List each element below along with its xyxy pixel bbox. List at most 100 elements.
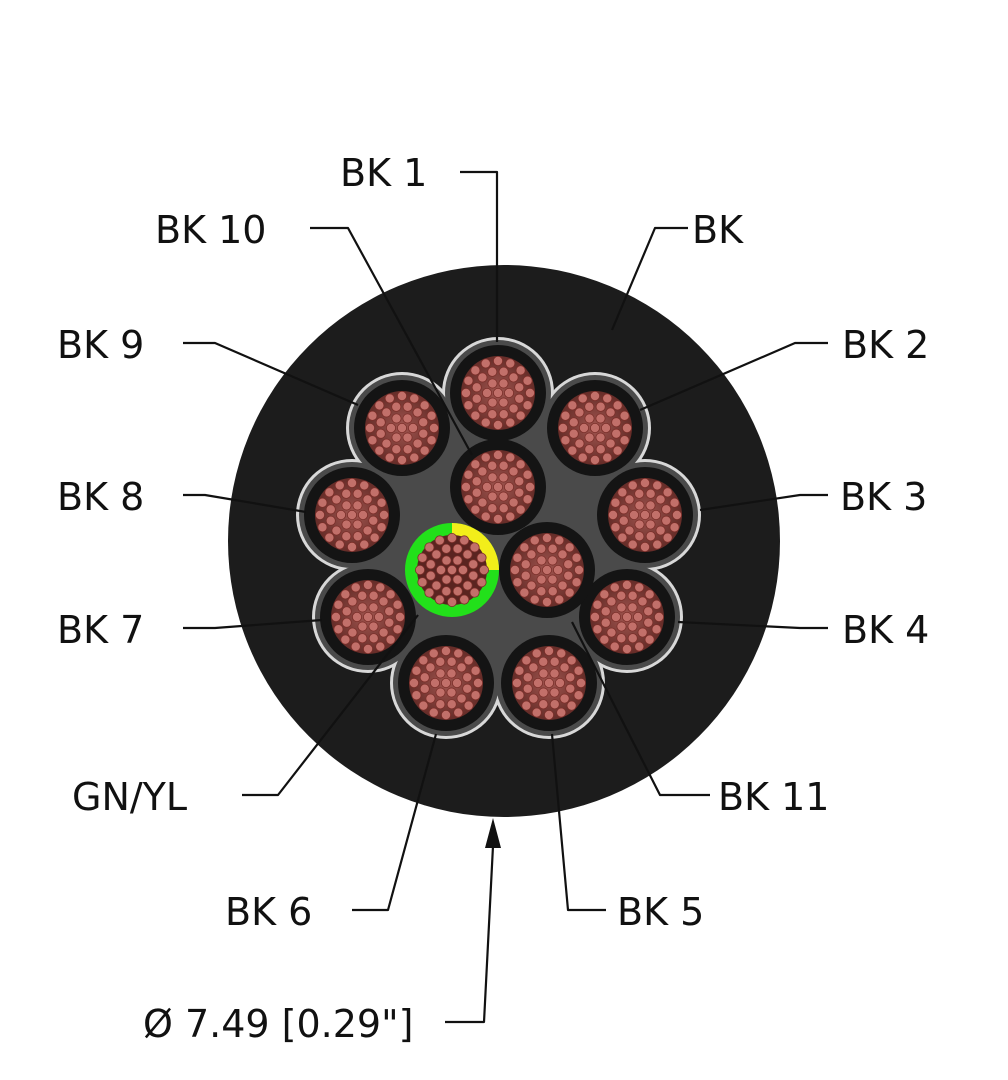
conductor-bk4-strand (590, 612, 601, 623)
conductor-bk4-strand (634, 641, 645, 652)
conductor-bk2-strand (560, 410, 571, 421)
conductor-bk3-strand (610, 497, 621, 508)
conductor-gn-yl-strand (441, 574, 452, 585)
conductor-bk1-strand (480, 358, 491, 369)
conductor-bk9-strand (409, 393, 420, 404)
conductor-bk2-strand (567, 400, 578, 411)
conductor-bk1-strand (492, 355, 503, 366)
leader-bk7 (183, 618, 323, 630)
conductor-bk8-strand (376, 522, 387, 533)
leader-bk6 (352, 733, 438, 912)
conductor-bk6-strand (453, 648, 464, 659)
conductor-bk11-strand (547, 586, 558, 597)
conductor-bk1-strand (503, 387, 514, 398)
conductor-bk9-strand (391, 432, 402, 443)
conductor-bk9-strand (418, 428, 429, 439)
conductor-bk9-strand (409, 452, 420, 463)
conductor-bk1-strand (463, 400, 474, 411)
conductor-gn-yl-strand (457, 565, 468, 576)
conductor-bk1-strand (463, 375, 474, 386)
conductor-bk2-strand (584, 444, 595, 455)
conductor-bk9-strand (364, 422, 375, 433)
conductor-bk5-strand (514, 690, 525, 701)
conductor-bk8-strand (376, 497, 387, 508)
conductor-bk5-strand (549, 687, 560, 698)
conductor-bk11-strand (554, 535, 565, 546)
conductor-bk5-strand (528, 662, 539, 673)
conductor-bk3-strand (655, 494, 666, 505)
conductor-bk11-strand (536, 555, 547, 566)
conductor-bk3-strand (634, 488, 645, 499)
conductor-bk3-strand (640, 509, 651, 520)
conductor-bk3-strand (669, 497, 680, 508)
conductor-bk4-strand (651, 624, 662, 635)
conductor-bk2-strand (590, 454, 601, 465)
conductor-bk10-strand (470, 504, 481, 515)
label-bk10: BK 10 (155, 208, 266, 252)
conductor-bk3-strand (617, 532, 628, 543)
conductor-bk5-strand (573, 665, 584, 676)
conductor-bk7-strand (357, 633, 368, 644)
leader-bk10 (310, 226, 473, 456)
conductor-bk2-strand (611, 428, 622, 439)
conductor-bk9-strand (381, 407, 392, 418)
conductor-bk1-strand (508, 403, 519, 414)
conductor-bk9-strand (402, 432, 413, 443)
conductor-bk1-strand (514, 393, 525, 404)
conductor-bk1-strand (498, 366, 509, 377)
conductor-bk8-strand (325, 515, 336, 526)
conductor-bk6-strand (435, 699, 446, 710)
conductor-bk5-strand (549, 656, 560, 667)
conductor-bk9-strand (402, 444, 413, 455)
conductor-bk2-strand (605, 407, 616, 418)
conductor-gn-yl-strand (435, 565, 446, 576)
conductor-bk4-strand (651, 599, 662, 610)
leader-bk8 (183, 493, 307, 514)
conductor-bk7-strand (350, 641, 361, 652)
conductor-gn-yl-strand (441, 555, 452, 566)
conductor-gn-yl-strand (431, 580, 442, 591)
conductor-bk9-strand (375, 417, 386, 428)
conductor-bk6-strand (425, 693, 436, 704)
conductor-bk8-strand (324, 532, 335, 543)
conductor-bk7-strand (368, 602, 379, 613)
label-bk-jacket: BK (692, 208, 744, 252)
conductor-bk9-strand (418, 417, 429, 428)
conductor-bk4-strand (616, 602, 627, 613)
conductor-bk8-strand (362, 525, 373, 536)
conductor-bk10-strand (481, 481, 492, 492)
conductor-bk7-strand (368, 633, 379, 644)
conductor-bk11-strand (547, 574, 558, 585)
conductor-bk1-strand (460, 387, 471, 398)
conductor-bk6-strand (411, 665, 422, 676)
conductor-bk6-strand (440, 646, 451, 657)
conductor-bk8-strand (317, 522, 328, 533)
conductor-bk10-strand (514, 476, 525, 487)
conductor-bk2-strand (590, 422, 601, 433)
conductor-gn-yl-strand (417, 577, 428, 588)
conductor-gn-yl-strand (434, 594, 445, 605)
conductor-bk4-strand (599, 634, 610, 645)
conductor-bk1-strand (508, 372, 519, 383)
conductor-bk5-strand (544, 678, 555, 689)
conductor-bk11-strand (563, 570, 574, 581)
label-bk5: BK 5 (617, 890, 704, 934)
conductor-bk6-strand (440, 710, 451, 721)
conductor-bk8-strand (341, 519, 352, 530)
conductor-bk8-strand (378, 509, 389, 520)
conductor-bk8-strand (334, 539, 345, 550)
conductor-bk3-strand (618, 515, 629, 526)
conductor-bk10-strand (470, 459, 481, 470)
conductor-bk9-strand (428, 422, 439, 433)
conductor-bk8-strand (369, 487, 380, 498)
conductor-bk1-strand (471, 382, 482, 393)
conductor-bk7-strand (378, 596, 389, 607)
conductor-bk3-strand (662, 532, 673, 543)
leader-bk2 (639, 341, 828, 412)
conductor-bk10-strand (515, 504, 526, 515)
conductor-bk2-strand (568, 428, 579, 439)
conductor-bk10-strand (487, 491, 498, 502)
conductor-bk8-strand (362, 494, 373, 505)
conductor-bk6-strand (419, 683, 430, 694)
conductor-bk10-strand (515, 459, 526, 470)
